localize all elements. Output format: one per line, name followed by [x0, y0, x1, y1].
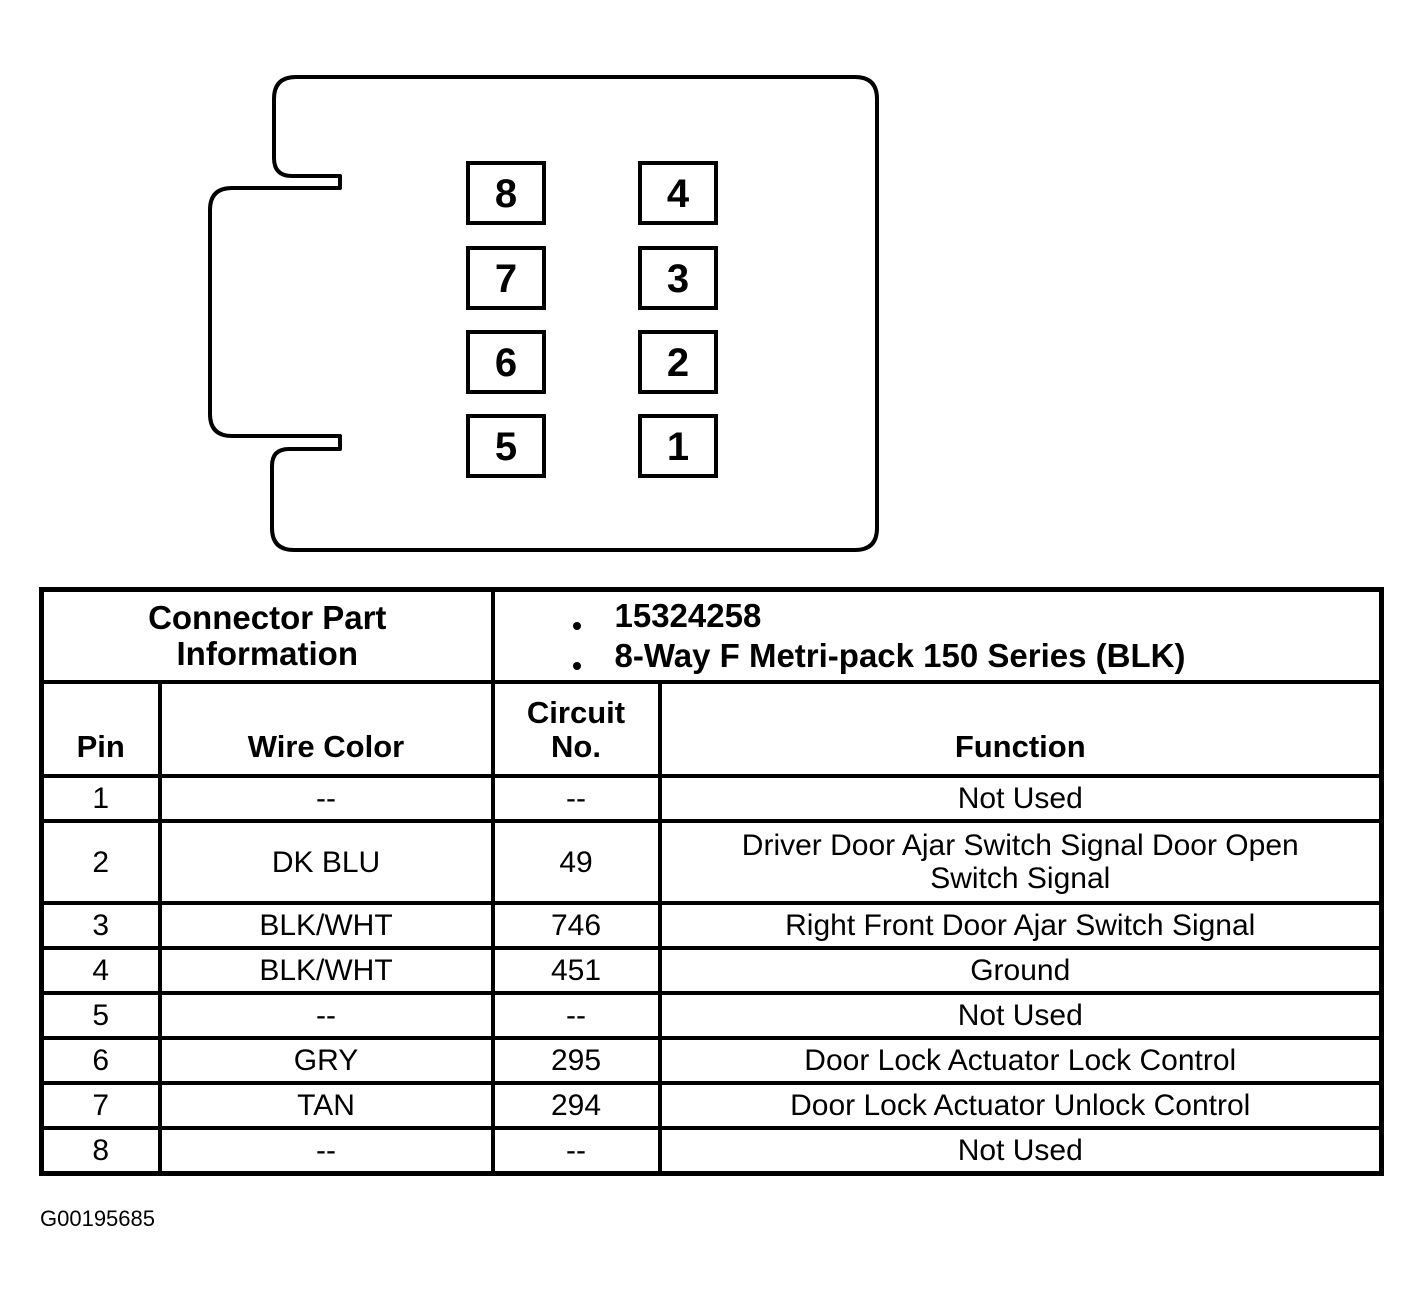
table-row: 8 -- -- Not Used: [39, 1126, 1384, 1176]
function-cell: Right Front Door Ajar Switch Signal: [657, 901, 1384, 950]
pin-4-cavity: 4: [638, 161, 718, 225]
figure-id: G00195685: [40, 1206, 155, 1231]
pin-cell: 2: [39, 819, 162, 905]
header-circuit: Circuit No.: [490, 680, 662, 778]
pin-box: [638, 246, 718, 310]
header-wire-color: Wire Color: [157, 680, 495, 778]
pin-box: [466, 246, 546, 310]
part-info-details: 15324258 8-Way F Metri-pack 150 Series (…: [490, 587, 1384, 684]
pin-label: 2: [667, 341, 689, 385]
pin-box: [466, 414, 546, 478]
pin-cell: 3: [39, 901, 162, 950]
pin-7-cavity: 7: [466, 246, 546, 310]
header-pin: Pin: [39, 680, 162, 778]
table-row: 6 GRY 295 Door Lock Actuator Lock Contro…: [39, 1036, 1384, 1085]
pin-6-cavity: 6: [466, 330, 546, 394]
circuit-cell: 49: [490, 819, 662, 905]
wire-color-cell: BLK/WHT: [157, 946, 495, 995]
wire-color-cell: DK BLU: [157, 819, 495, 905]
wire-color-cell: TAN: [157, 1081, 495, 1130]
table-row: 7 TAN 294 Door Lock Actuator Unlock Cont…: [39, 1081, 1384, 1130]
wire-color-cell: --: [157, 991, 495, 1040]
function-line2: Switch Signal: [930, 862, 1111, 895]
function-cell: Not Used: [657, 991, 1384, 1040]
table-row: 4 BLK/WHT 451 Ground: [39, 946, 1384, 995]
part-info-title-line2: Information: [176, 635, 358, 672]
table-row: 3 BLK/WHT 746 Right Front Door Ajar Swit…: [39, 901, 1384, 950]
pin-cell: 5: [39, 991, 162, 1040]
pin-label: 5: [495, 425, 517, 469]
circuit-cell: 295: [490, 1036, 662, 1085]
pin-8-cavity: 8: [466, 161, 546, 225]
function-cell: Door Lock Actuator Unlock Control: [657, 1081, 1384, 1130]
part-info-title-line1: Connector Part: [148, 598, 387, 636]
pin-box: [638, 161, 718, 225]
pin-cell: 8: [39, 1126, 162, 1176]
pin-box: [466, 330, 546, 394]
pin-label: 3: [667, 257, 689, 301]
pin-label: 8: [495, 172, 517, 216]
table-row: 1 -- -- Not Used: [39, 774, 1384, 823]
function-cell: Not Used: [657, 1126, 1384, 1176]
circuit-cell: 294: [490, 1081, 662, 1130]
function-cell: Door Lock Actuator Lock Control: [657, 1036, 1384, 1085]
table-row: 2 DK BLU 49 Driver Door Ajar Switch Sign…: [39, 819, 1384, 905]
pin-cell: 4: [39, 946, 162, 995]
circuit-cell: 451: [490, 946, 662, 995]
header-circuit-line1: Circuit: [526, 694, 626, 730]
header-circuit-line2: No.: [551, 728, 601, 764]
connector-face-diagram: 8 4 7 3 6 2 5 1: [208, 75, 879, 552]
part-info-list: 15324258 8-Way F Metri-pack 150 Series (…: [495, 596, 1380, 676]
function-cell: Driver Door Ajar Switch Signal Door Open…: [657, 819, 1384, 905]
pinout-table: Connector Part Information 15324258 8-Wa…: [39, 587, 1384, 1176]
circuit-cell: --: [490, 774, 662, 823]
function-cell: Ground: [657, 946, 1384, 995]
pin-label: 1: [667, 425, 689, 469]
wire-color-cell: BLK/WHT: [157, 901, 495, 950]
function-line1: Driver Door Ajar Switch Signal Door Open: [741, 829, 1299, 862]
part-info-title: Connector Part Information: [39, 587, 495, 684]
pin-box: [638, 414, 718, 478]
part-info-row: Connector Part Information 15324258 8-Wa…: [39, 587, 1384, 684]
pin-cell: 6: [39, 1036, 162, 1085]
wire-color-cell: --: [157, 1126, 495, 1176]
pin-label: 6: [495, 341, 517, 385]
header-function: Function: [657, 680, 1384, 778]
connector-outline: [208, 75, 879, 552]
pin-2-cavity: 2: [638, 330, 718, 394]
circuit-cell: 746: [490, 901, 662, 950]
circuit-cell: --: [490, 1126, 662, 1176]
function-cell: Not Used: [657, 774, 1384, 823]
header-row: Pin Wire Color Circuit No. Function: [39, 680, 1384, 778]
pin-label: 7: [495, 257, 517, 301]
pin-cell: 7: [39, 1081, 162, 1130]
pin-box: [638, 330, 718, 394]
part-number: 15324258: [572, 596, 1380, 636]
pin-cell: 1: [39, 774, 162, 823]
part-description: 8-Way F Metri-pack 150 Series (BLK): [572, 636, 1380, 676]
pin-3-cavity: 3: [638, 246, 718, 310]
pin-1-cavity: 1: [638, 414, 718, 478]
wire-color-cell: --: [157, 774, 495, 823]
pin-box: [466, 161, 546, 225]
table-row: 5 -- -- Not Used: [39, 991, 1384, 1040]
pin-label: 4: [667, 172, 690, 216]
circuit-cell: --: [490, 991, 662, 1040]
wire-color-cell: GRY: [157, 1036, 495, 1085]
pin-5-cavity: 5: [466, 414, 546, 478]
